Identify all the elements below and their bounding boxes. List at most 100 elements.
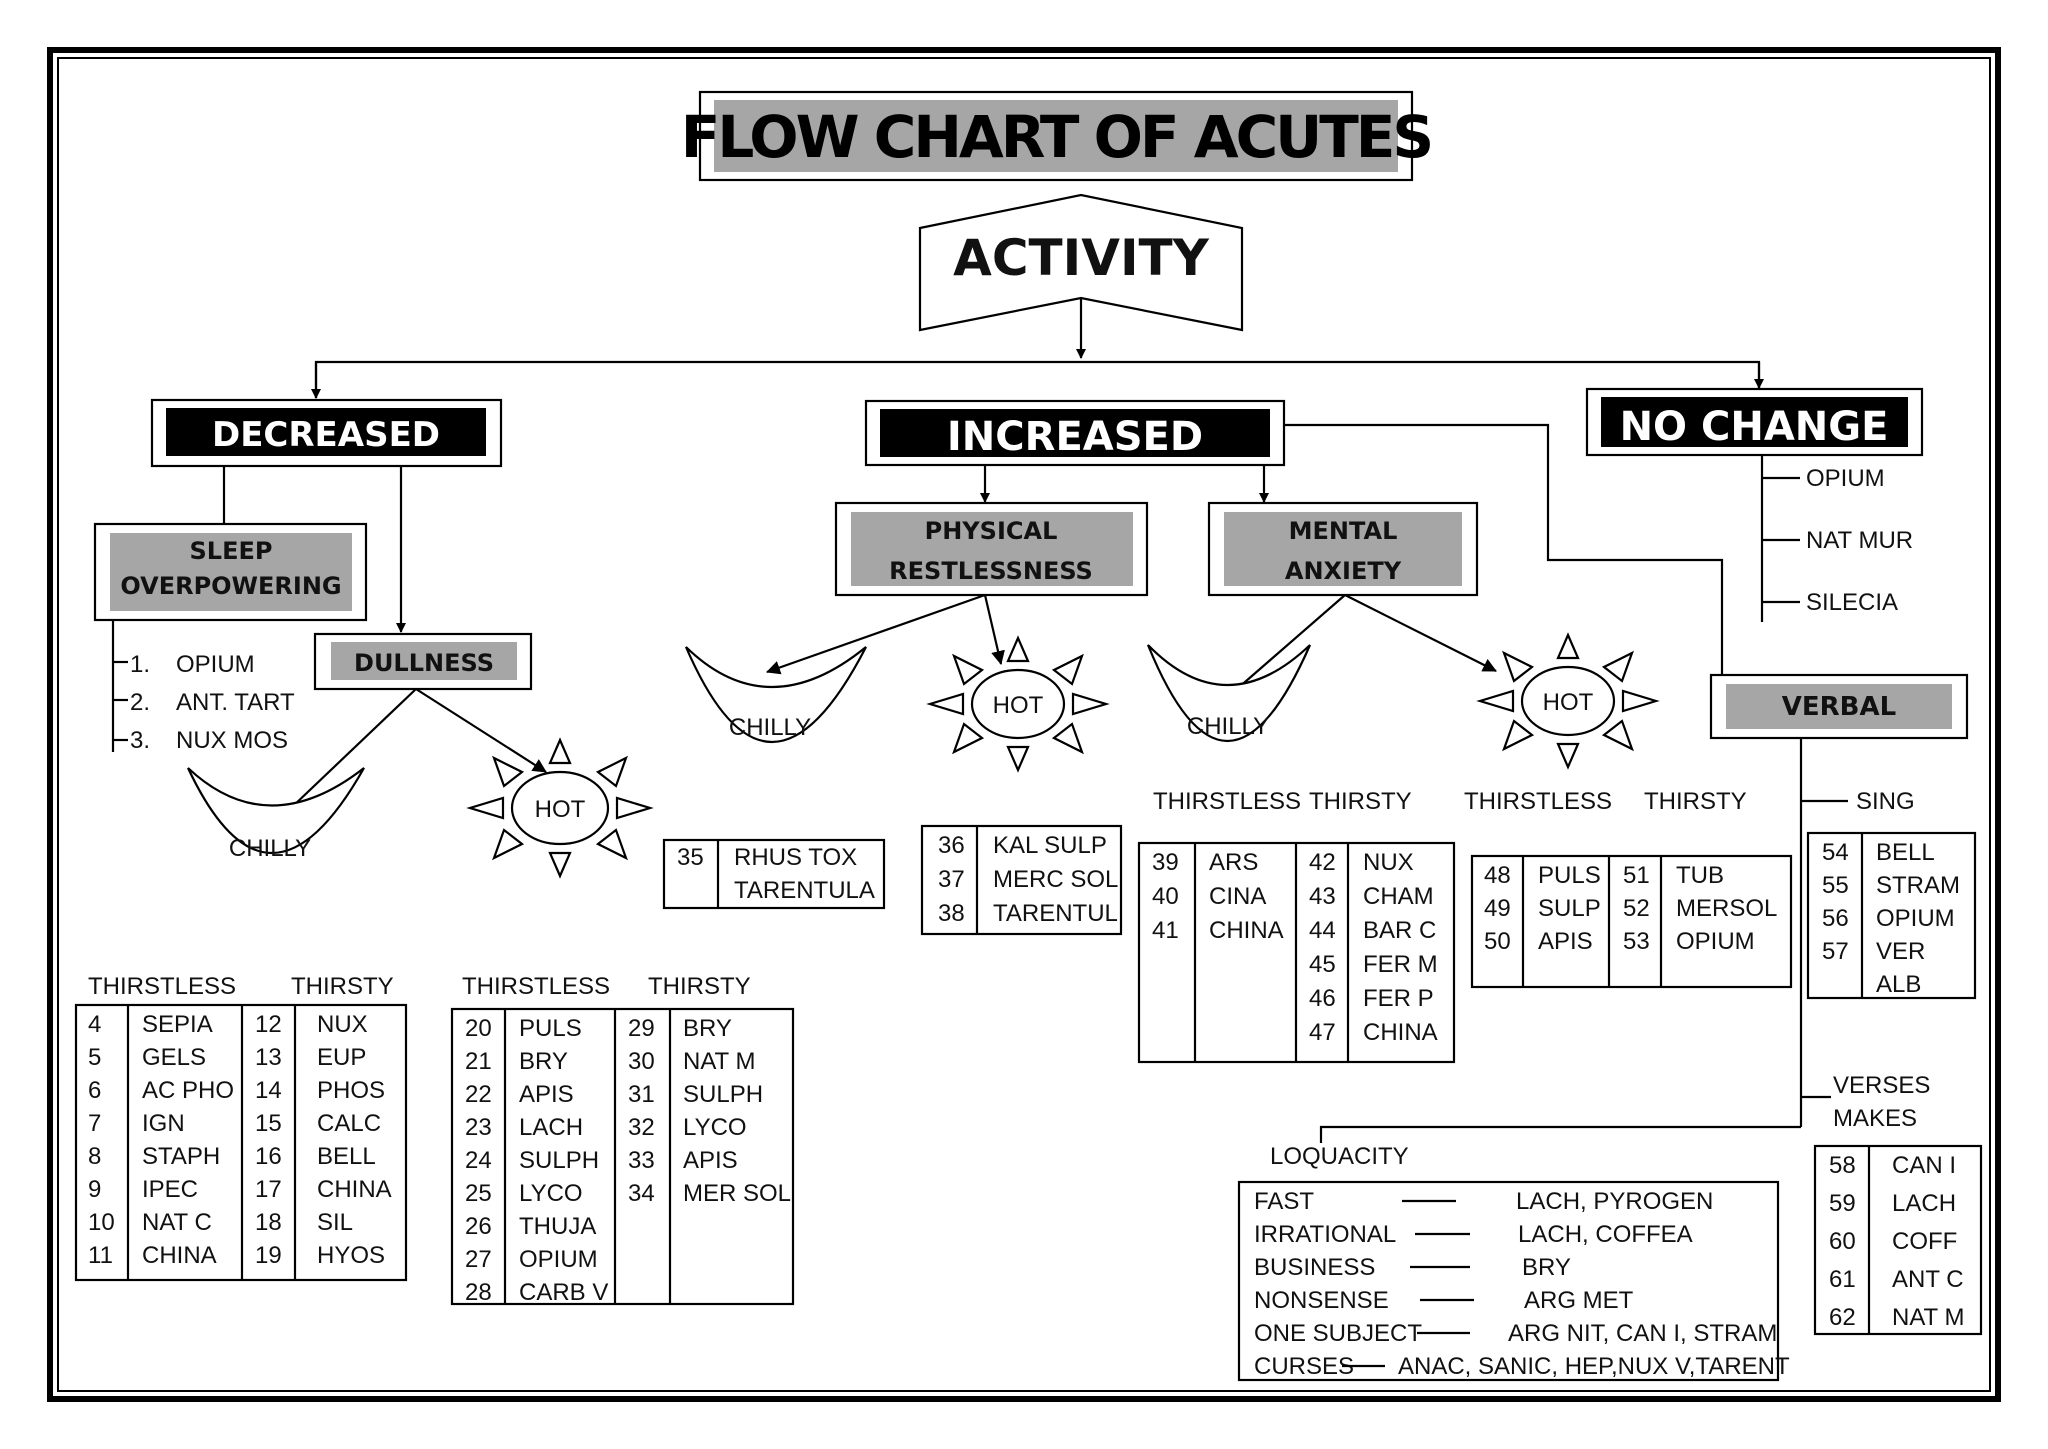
remedy-number: 43 [1309,883,1336,910]
no-change-list: OPIUM NAT MUR SILECIA [1760,455,1913,622]
remedy-name: IPEC [142,1176,198,1203]
chilly-label: CHILLY [729,714,811,741]
remedy-name: RHUS TOX [734,844,857,871]
remedy-name: LACH [519,1114,583,1141]
remedy-name: NAT C [142,1209,212,1236]
remedy-name: CAN I [1892,1152,1956,1179]
remedy-name: STRAM [1876,872,1960,899]
remedy-name: GELS [142,1044,206,1071]
remedy-name: MER SOL [683,1180,791,1207]
remedy-number: 50 [1484,928,1511,955]
remedy-number: 27 [465,1246,492,1273]
increased-to-verbal-line [1284,423,1724,675]
remedy-number: 48 [1484,862,1511,889]
remedy-number: 16 [255,1143,282,1170]
remedy-name: COFF [1892,1228,1957,1255]
remedy-name: KAL SULP [993,832,1107,859]
remedy-name: IGN [142,1110,185,1137]
chilly-label: CHILLY [229,835,311,862]
remedy-name: CINA [1209,883,1266,910]
remedy-name: BRY [683,1015,732,1042]
remedy-name: MERSOL [1676,895,1777,922]
remedy-number: 26 [465,1213,492,1240]
remedy-name: ALB [1876,971,1921,998]
title-banner: FLOW CHART OF ACUTES [681,90,1434,182]
page-title: FLOW CHART OF ACUTES [681,103,1431,171]
remedy-number: 39 [1152,849,1179,876]
inner-border [57,57,1991,1392]
thirstless-header: THIRSTLESS [1153,788,1301,815]
sun-icon: HOT [926,635,1110,773]
loquacity-remedies: ANAC, SANIC, HEP,NUX V,TARENT [1398,1353,1790,1380]
remedy-number: 17 [255,1176,282,1203]
remedy-name: FER P [1363,985,1434,1012]
remedy-name: ARS [1209,849,1258,876]
sleep-overpowering-node: SLEEP OVERPOWERING [93,466,368,622]
loquacity-remedies: LACH, PYROGEN [1516,1188,1713,1215]
remedy-number: 55 [1822,872,1849,899]
remedy-name: CARB V [519,1279,608,1306]
remedy-number: 24 [465,1147,492,1174]
remedy-number: 60 [1829,1228,1856,1255]
physical-label-line2: RESTLESSNESS [889,557,1093,585]
remedy-number: 37 [938,866,965,893]
remedy-number: 28 [465,1279,492,1306]
loquacity-type: IRRATIONAL [1254,1221,1396,1248]
remedy-number: 22 [465,1081,492,1108]
remedy-name: LACH [1892,1190,1956,1217]
remedy-number: 29 [628,1015,655,1042]
remedy-number: 38 [938,900,965,927]
loquacity-type: FAST [1254,1188,1314,1215]
remedy-number: 21 [465,1048,492,1075]
remedy-number: 9 [88,1176,101,1203]
remedy-name: TARENTUL [993,900,1118,927]
sleep-item-num: 2. [130,689,150,716]
remedy-number: 42 [1309,849,1336,876]
remedy-name: SEPIA [142,1011,213,1038]
remedy-name: FER M [1363,951,1438,978]
remedy-number: 30 [628,1048,655,1075]
remedy-number: 32 [628,1114,655,1141]
remedy-name: NAT M [683,1048,755,1075]
remedy-name: CHINA [1209,917,1284,944]
hot-label: HOT [1543,689,1594,716]
sing-label: SING [1856,788,1915,815]
remedy-name: BRY [519,1048,568,1075]
remedy-number: 18 [255,1209,282,1236]
remedy-number: 10 [88,1209,115,1236]
remedy-number: 33 [628,1147,655,1174]
remedy-name: HYOS [317,1242,385,1269]
remedy-number: 57 [1822,938,1849,965]
remedy-number: 45 [1309,951,1336,978]
sun-icon: HOT [466,737,654,879]
thirsty-header: THIRSTY [648,973,751,1000]
remedy-name: NAT M [1892,1304,1964,1331]
remedy-number: 56 [1822,905,1849,932]
remedy-name: TARENTULA [734,877,875,904]
outer-border [47,47,2001,1402]
loquacity-type: NONSENSE [1254,1287,1389,1314]
dullness-node: DULLNESS [313,466,533,691]
remedy-name: VER [1876,938,1925,965]
remedy-name: THUJA [519,1213,596,1240]
physical-connectors [766,593,1005,675]
sleep-label-line1: SLEEP [190,537,273,565]
remedy-name: CHINA [1363,1019,1438,1046]
remedy-number: 58 [1829,1152,1856,1179]
remedy-number: 8 [88,1143,101,1170]
activity-label: ACTIVITY [953,229,1210,287]
remedy-number: 20 [465,1015,492,1042]
remedy-name: APIS [519,1081,574,1108]
thirstless-header: THIRSTLESS [1464,788,1612,815]
no-change-node: NO CHANGE [1585,387,1924,457]
remedy-name: SULP [1538,895,1601,922]
remedy-number: 52 [1623,895,1650,922]
remedy-number: 51 [1623,862,1650,889]
remedy-number: 35 [677,844,704,871]
remedy-name: BAR C [1363,917,1436,944]
remedy-number: 59 [1829,1190,1856,1217]
remedy-name: PULS [519,1015,582,1042]
